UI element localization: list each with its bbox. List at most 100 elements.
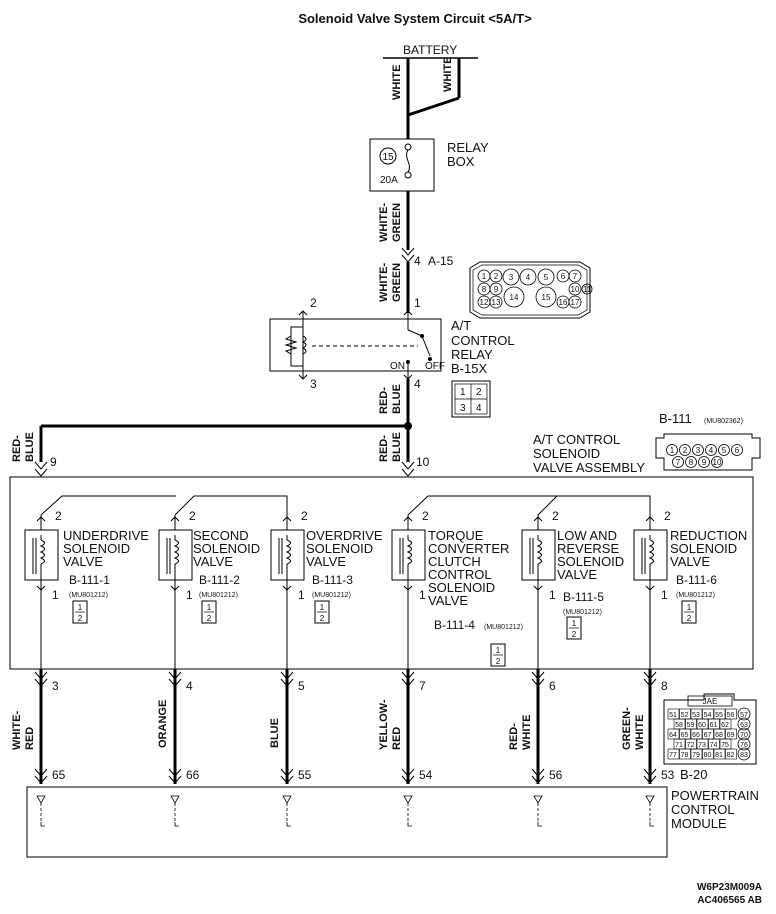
solenoid-valve: 21OVERDRIVESOLENOIDVALVEB-111-3(MU801212… (269, 509, 383, 827)
a15-pin-label: 4 (526, 273, 531, 282)
a15-pin (489, 282, 503, 296)
a15-pin (502, 268, 520, 286)
b20-pin-end (737, 727, 751, 741)
solenoid-coil (406, 539, 412, 565)
solenoid-name: CONTROL (428, 567, 492, 582)
solenoid-connector (72, 600, 88, 624)
relay-pin-4: 4 (414, 377, 421, 391)
b20-pin (702, 748, 714, 760)
a15-pin-label: 8 (482, 285, 487, 294)
battery-label: BATTERY (403, 43, 457, 57)
solenoid-name: VALVE (306, 554, 346, 569)
solenoid-name: VALVE (63, 554, 103, 569)
a15-id: A-15 (428, 254, 454, 268)
solenoid-pin-top: 2 (552, 509, 559, 523)
b20-pin-label: 65 (681, 732, 689, 739)
solenoid-name: SOLENOID (428, 580, 495, 595)
b20-pin-end (737, 717, 751, 731)
bus-left-wire-l1: RED- (11, 435, 23, 462)
b111-pin-label: 9 (702, 458, 707, 467)
solenoid-pin-bottom: 1 (419, 588, 426, 602)
solenoid-part: (MU801212) (312, 592, 351, 599)
pcm-box (26, 786, 668, 858)
pcm-label-1: POWERTRAIN (671, 788, 759, 803)
footer-code-2: AC406565 AB (697, 895, 762, 906)
assembly-label-1: A/T CONTROL (533, 432, 620, 447)
solenoid-pin-top: 2 (55, 509, 62, 523)
b20-pin-end (737, 707, 751, 721)
solenoid-name: SECOND (193, 528, 249, 543)
b111-pin (718, 444, 730, 456)
wire-color-label: ORANGE (157, 700, 169, 748)
solenoid-name: VALVE (428, 593, 468, 608)
b20-pin-label: 79 (692, 752, 700, 759)
solenoid-part: (MU801212) (484, 624, 523, 631)
solenoid-connector-pin: 1 (687, 603, 692, 612)
solenoid-id: B-111-2 (199, 573, 240, 587)
wire-color-label: RED (24, 727, 36, 750)
bus-right-wire-l2: BLUE (391, 432, 403, 462)
b111-pin (672, 456, 684, 468)
b111-pin (692, 444, 704, 456)
pcm-terminal-pin: 66 (186, 768, 200, 782)
b111-pin (685, 456, 697, 468)
b20-pin-label: 68 (715, 732, 723, 739)
solenoid-id: B-111-5 (563, 590, 604, 604)
b20-pin-label: 56 (727, 712, 735, 719)
wire-color-label: RED- (508, 723, 520, 750)
solenoid-connector (490, 643, 506, 667)
pcm-input-symbol (170, 795, 180, 804)
b20-pin-label: 51 (669, 712, 677, 719)
relay-box-label-2: BOX (447, 154, 475, 169)
solenoid-connector-pin: 1 (572, 619, 577, 628)
footer-code-1: W6P23M009A (697, 882, 762, 893)
a15-pin-label: 14 (510, 293, 519, 302)
b20-pin-label: 67 (704, 732, 712, 739)
solenoid-connector-pin: 2 (496, 657, 501, 666)
fuse-number: 15 (382, 152, 394, 163)
wire-color-label: RED (391, 727, 403, 750)
feed-line-mid (174, 495, 288, 516)
pcm-label-2: CONTROL (671, 802, 735, 817)
b20-pin-label: 81 (715, 752, 723, 759)
b20-pin-label: 70 (740, 732, 748, 739)
b20-pin-label: 76 (740, 742, 748, 749)
a15-terminal: 4 (414, 254, 421, 268)
solenoid-pin-bottom: 1 (186, 588, 193, 602)
b20-brand: JAE (703, 697, 718, 706)
b20-pin-label: 73 (698, 742, 706, 749)
fuse-number-circle (379, 147, 397, 165)
b111-connector-part: (MU802362) (704, 418, 743, 425)
b111-pin-label: 10 (713, 458, 722, 467)
solenoid-connector (566, 616, 582, 640)
a15-pin-label: 15 (542, 293, 551, 302)
b111-pin (731, 444, 743, 456)
solenoid-connector (314, 600, 330, 624)
assembly-out-pin: 6 (549, 679, 556, 693)
b15x-connector: 1 2 3 4 (451, 380, 491, 418)
relay-box (369, 138, 435, 192)
b20-pin-label: 60 (698, 722, 706, 729)
solenoid-connector-pin: 1 (207, 603, 212, 612)
b20-pin-label: 63 (740, 722, 748, 729)
b20-pin-label: 61 (710, 722, 718, 729)
b20-connector: JAE (663, 693, 757, 765)
solenoid-connector-pin: 2 (320, 614, 325, 623)
fuse-element (406, 149, 410, 173)
wire-white-green-2-l1: WHITE- (378, 263, 390, 302)
b20-pin-label: 82 (727, 752, 735, 759)
solenoid-pin-bottom: 1 (549, 588, 556, 602)
solenoid-name: SOLENOID (557, 554, 624, 569)
a15-pin-label: 1 (482, 272, 487, 281)
b20-pin-label: 69 (727, 732, 735, 739)
a15-pin-label: 12 (480, 298, 489, 307)
solenoid-name: REVERSE (557, 541, 619, 556)
pcm-terminal-pin: 65 (52, 768, 66, 782)
b111-pin (666, 444, 678, 456)
relay-off-label: OFF (425, 361, 445, 372)
pcm-terminal-pin: 53 (661, 768, 675, 782)
wire-white-green-1-l2: GREEN (391, 203, 403, 242)
a15-pin (537, 268, 555, 286)
